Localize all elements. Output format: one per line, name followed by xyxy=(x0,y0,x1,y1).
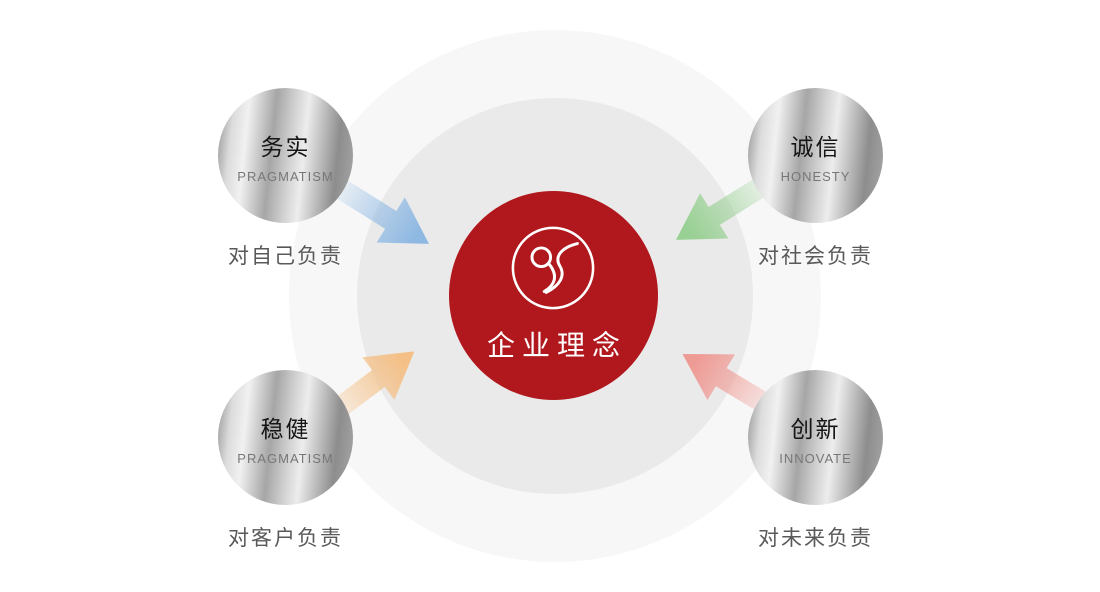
metal-circle: 诚信 HONESTY xyxy=(748,88,883,223)
node-caption: 对社会负责 xyxy=(758,245,873,268)
node-label-en: INNOVATE xyxy=(779,450,852,466)
center-title: 企业理念 xyxy=(486,330,627,361)
node-bottom-left: 稳健 PRAGMATISM 对客户负责 xyxy=(218,370,353,552)
node-caption: 对自己负责 xyxy=(228,245,343,268)
node-label-cn: 创新 xyxy=(790,415,841,442)
metal-circle: 创新 INNOVATE xyxy=(748,370,883,505)
node-caption: 对客户负责 xyxy=(228,527,343,550)
node-label-cn: 诚信 xyxy=(790,133,841,160)
node-label-cn: 务实 xyxy=(260,133,311,160)
node-top-left: 务实 PRAGMATISM 对自己负责 xyxy=(218,88,353,270)
node-top-right: 诚信 HONESTY 对社会负责 xyxy=(748,88,883,270)
center-circle: 企业理念 xyxy=(449,191,658,400)
metal-circle: 务实 PRAGMATISM xyxy=(218,88,353,223)
company-swirl-logo-icon xyxy=(511,226,595,310)
node-bottom-right: 创新 INNOVATE 对未来负责 xyxy=(748,370,883,552)
metal-circle: 稳健 PRAGMATISM xyxy=(218,370,353,505)
node-label-en: HONESTY xyxy=(780,168,851,184)
node-caption: 对未来负责 xyxy=(758,527,873,550)
node-label-cn: 稳健 xyxy=(260,415,311,442)
node-label-en: PRAGMATISM xyxy=(237,450,334,466)
node-label-en: PRAGMATISM xyxy=(237,168,334,184)
